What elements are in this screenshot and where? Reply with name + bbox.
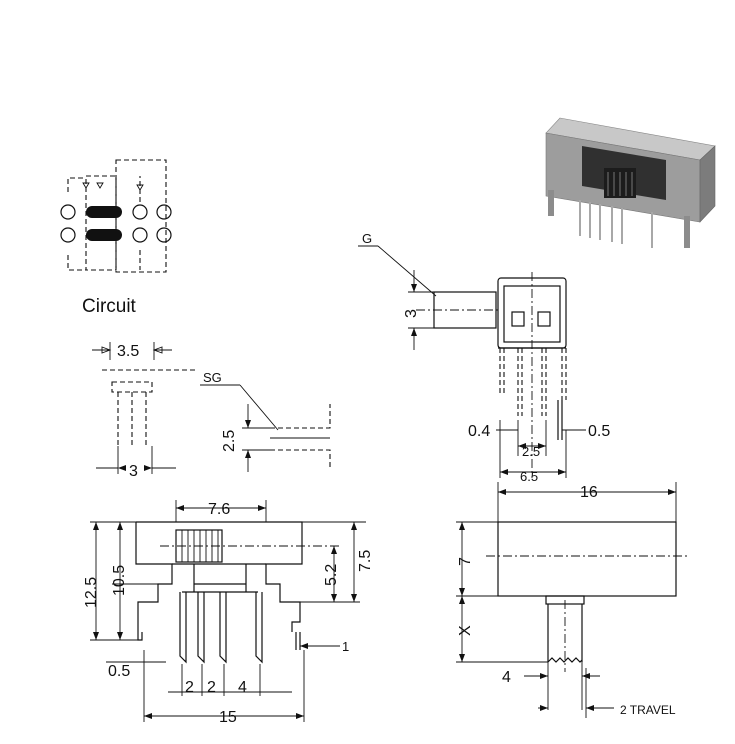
dim-12-5: 12.5	[83, 577, 100, 608]
travel-label: 2 TRAVEL	[620, 703, 676, 717]
dim-7: 7	[457, 557, 474, 566]
dim-3-right: 3	[403, 309, 420, 318]
dim-2a: 2	[185, 679, 194, 696]
dim-4-front: 4	[238, 679, 247, 696]
pin-detail	[92, 342, 198, 474]
front-view	[90, 500, 366, 722]
dim-3-5: 3.5	[117, 343, 139, 360]
g-label: G	[362, 231, 372, 246]
circuit-label: Circuit	[82, 296, 137, 317]
dim-7-6: 7.6	[208, 501, 230, 518]
circuit-schematic-icon	[60, 159, 172, 273]
dim-1: 1	[342, 639, 349, 654]
dim-2b: 2	[207, 679, 216, 696]
dim-0-5-left: 0.5	[108, 663, 130, 680]
dim-2-5-pins: 2.5	[522, 444, 540, 459]
dim-7-5: 7.5	[357, 550, 374, 572]
dim-6-5: 6.5	[520, 469, 538, 484]
x-label: X	[457, 625, 474, 636]
dim-15: 15	[219, 709, 237, 726]
top-view	[456, 482, 690, 718]
dim-10-5: 10.5	[111, 565, 128, 596]
dim-5-2: 5.2	[323, 564, 340, 586]
sg-label: SG	[203, 370, 222, 385]
slide-switch-photo-icon	[545, 117, 716, 248]
side-view	[358, 245, 586, 478]
dim-16: 16	[580, 484, 598, 501]
dim-0-4: 0.4	[468, 423, 490, 440]
dim-4-actuator: 4	[502, 669, 511, 686]
dim-2-5-left: 2.5	[221, 430, 238, 452]
dim-0-5-right: 0.5	[588, 423, 610, 440]
dim-3: 3	[129, 463, 138, 480]
sg-detail	[200, 384, 331, 472]
